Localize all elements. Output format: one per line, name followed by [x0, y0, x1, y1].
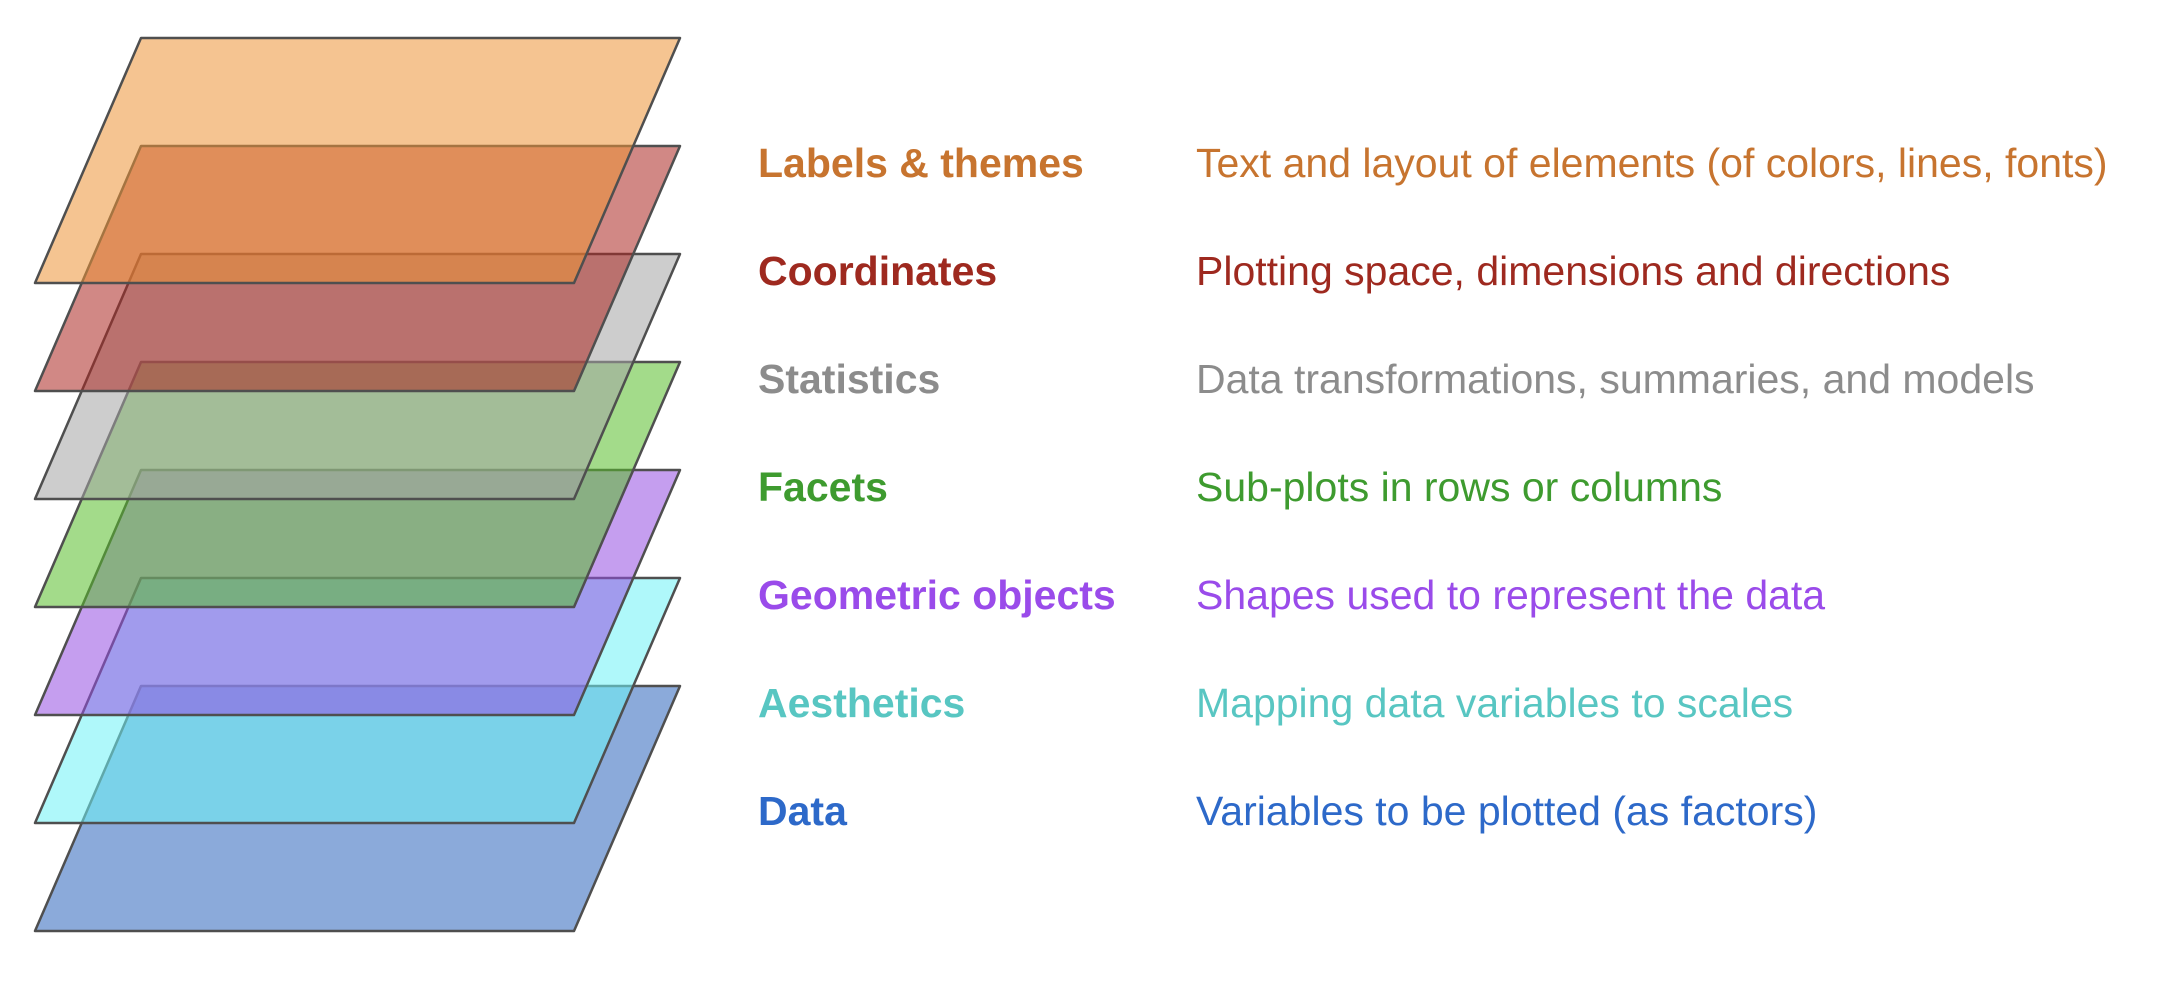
- layer-sheet-labels-themes: [33, 36, 682, 285]
- legend-label-geometric-objects: Geometric objects: [758, 571, 1116, 618]
- legend-row-aesthetics: Aesthetics Mapping data variables to sca…: [758, 649, 2178, 757]
- layer-stack-diagram: [33, 36, 682, 933]
- legend-label-aesthetics: Aesthetics: [758, 679, 966, 726]
- legend-row-statistics: Statistics Data transformations, summari…: [758, 325, 2178, 433]
- legend-label-coordinates: Coordinates: [758, 247, 998, 294]
- legend-description-labels-themes: Text and layout of elements (of colors, …: [1196, 139, 2108, 186]
- legend-label-labels-themes: Labels & themes: [758, 139, 1084, 186]
- legend-description-coordinates: Plotting space, dimensions and direction…: [1196, 247, 1951, 294]
- legend-row-facets: Facets Sub-plots in rows or columns: [758, 433, 2178, 541]
- legend-label-data: Data: [758, 787, 847, 834]
- legend-description-facets: Sub-plots in rows or columns: [1196, 463, 1723, 510]
- legend-description-aesthetics: Mapping data variables to scales: [1196, 679, 1794, 726]
- legend-description-data: Variables to be plotted (as factors): [1196, 787, 1818, 834]
- legend-row-data: Data Variables to be plotted (as factors…: [758, 757, 2178, 865]
- legend-row-coordinates: Coordinates Plotting space, dimensions a…: [758, 217, 2178, 325]
- legend-row-labels-themes: Labels & themes Text and layout of eleme…: [758, 109, 2178, 217]
- legend-description-geometric-objects: Shapes used to represent the data: [1196, 571, 1826, 618]
- legend-label-statistics: Statistics: [758, 355, 941, 402]
- legend-label-facets: Facets: [758, 463, 888, 510]
- legend-description-statistics: Data transformations, summaries, and mod…: [1196, 355, 2035, 402]
- layer-legend: Labels & themes Text and layout of eleme…: [758, 109, 2178, 865]
- legend-row-geometric-objects: Geometric objects Shapes used to represe…: [758, 541, 2178, 649]
